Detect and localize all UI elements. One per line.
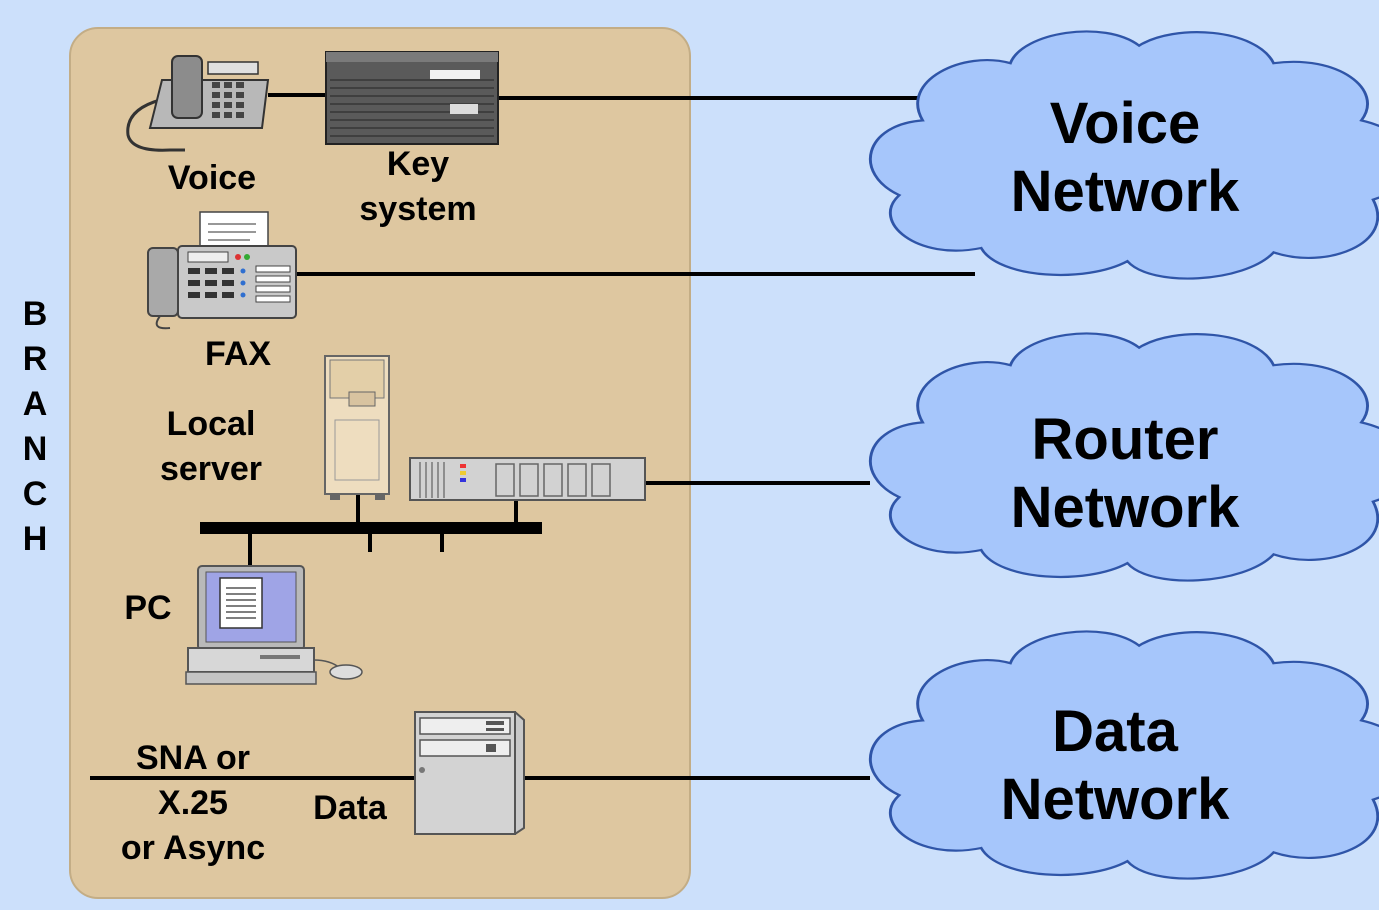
voice-network-label: Voice Network [1010, 91, 1240, 224]
server-tower-icon [324, 355, 390, 500]
pc-label: PC [124, 589, 172, 627]
fax-label: FAX [204, 335, 272, 373]
fax-icon [147, 211, 297, 330]
data-network-label: Data Network [1000, 699, 1230, 832]
branch-letter: B [22, 295, 48, 333]
branch-letter: N [22, 430, 48, 468]
data-server-icon [414, 711, 525, 835]
router-network-label: Router Network [1010, 407, 1240, 540]
sna-x25-async-label: SNA or X.25 or Async [120, 739, 266, 867]
branch-letter: H [22, 520, 48, 558]
branch-letter: C [22, 475, 48, 513]
branch-label: B R A N C H [10, 292, 60, 562]
router-icon [409, 457, 646, 501]
branch-letter: R [22, 340, 48, 378]
voice-label: Voice [167, 159, 257, 197]
key-system-icon [325, 51, 499, 145]
data-label: Data [313, 789, 387, 827]
lan-bus [200, 495, 542, 565]
connection-lines [90, 93, 975, 780]
pc-icon [185, 565, 363, 685]
branch-letter: A [22, 385, 48, 423]
telephone-icon [126, 55, 270, 152]
key-system-label: Key system [359, 145, 477, 228]
local-server-label: Local server [159, 405, 263, 488]
